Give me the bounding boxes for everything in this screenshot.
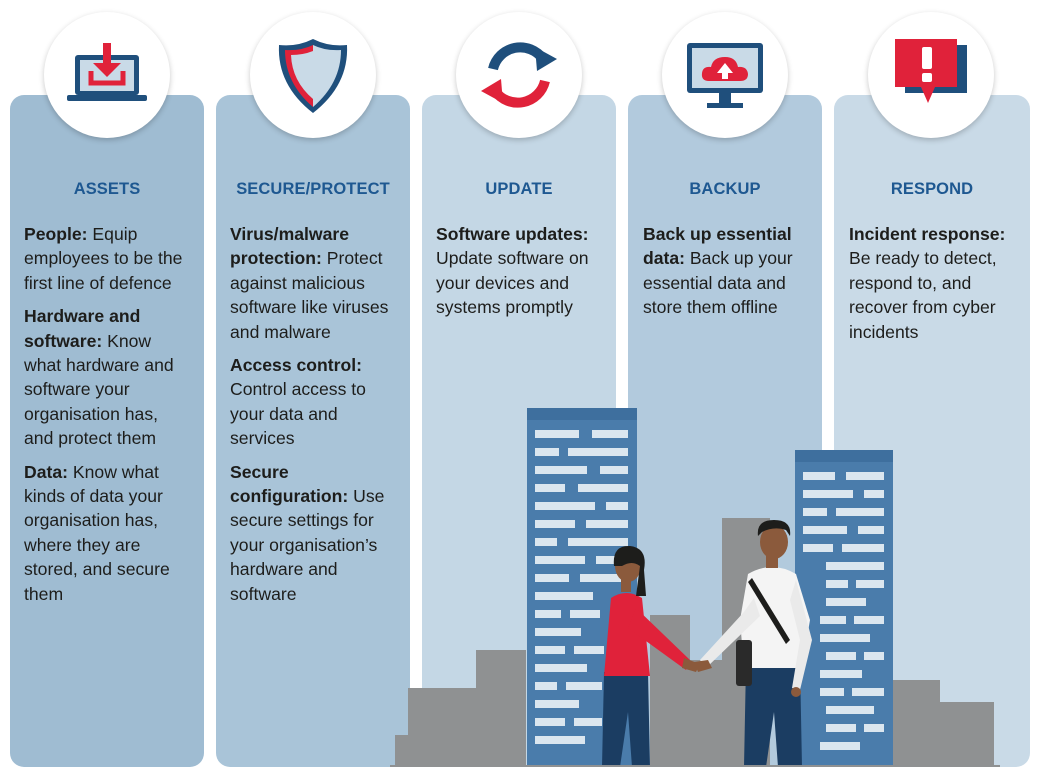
respond-body: Incident response: Be ready to detect, r… [849, 222, 1021, 353]
refresh-arrows-icon [456, 12, 582, 138]
entry-people: People: Equip employees to be the first … [24, 224, 183, 293]
heading-update: UPDATE [485, 180, 553, 198]
column-assets [10, 95, 204, 767]
entry-back-up-essential-data: Back up essential data: Back up your ess… [643, 224, 793, 318]
secure-protect-body: Virus/malware protection: Protect agains… [230, 222, 400, 615]
entry-secure-configuration: Secure configuration: Use secure setting… [230, 461, 385, 604]
heading-backup: BACKUP [689, 180, 761, 198]
monitor-cloud-upload-icon [662, 12, 788, 138]
heading-assets: ASSETS [73, 180, 141, 198]
heading-secure-protect: SECURE/PROTECT [236, 180, 390, 198]
entry-virus-malware: Virus/malware protection: Protect agains… [230, 224, 389, 342]
backup-body: Back up essential data: Back up your ess… [643, 222, 815, 329]
entry-hardware-software: Hardware and software: Know what hardwar… [24, 306, 174, 449]
heading-respond: RESPOND [890, 180, 974, 198]
entry-data: Data: Know what kinds of data your organ… [24, 461, 170, 604]
laptop-download-icon [44, 12, 170, 138]
entry-software-updates: Software updates: Update software on you… [436, 224, 589, 318]
alert-speech-bubble-icon [868, 12, 994, 138]
column-secure-protect [216, 95, 410, 767]
update-body: Software updates: Update software on you… [436, 222, 606, 329]
shield-icon [250, 12, 376, 138]
entry-access-control: Access control: Control access to your d… [230, 355, 366, 449]
entry-incident-response: Incident response: Be ready to detect, r… [849, 224, 1006, 342]
assets-body: People: Equip employees to be the first … [24, 222, 190, 615]
